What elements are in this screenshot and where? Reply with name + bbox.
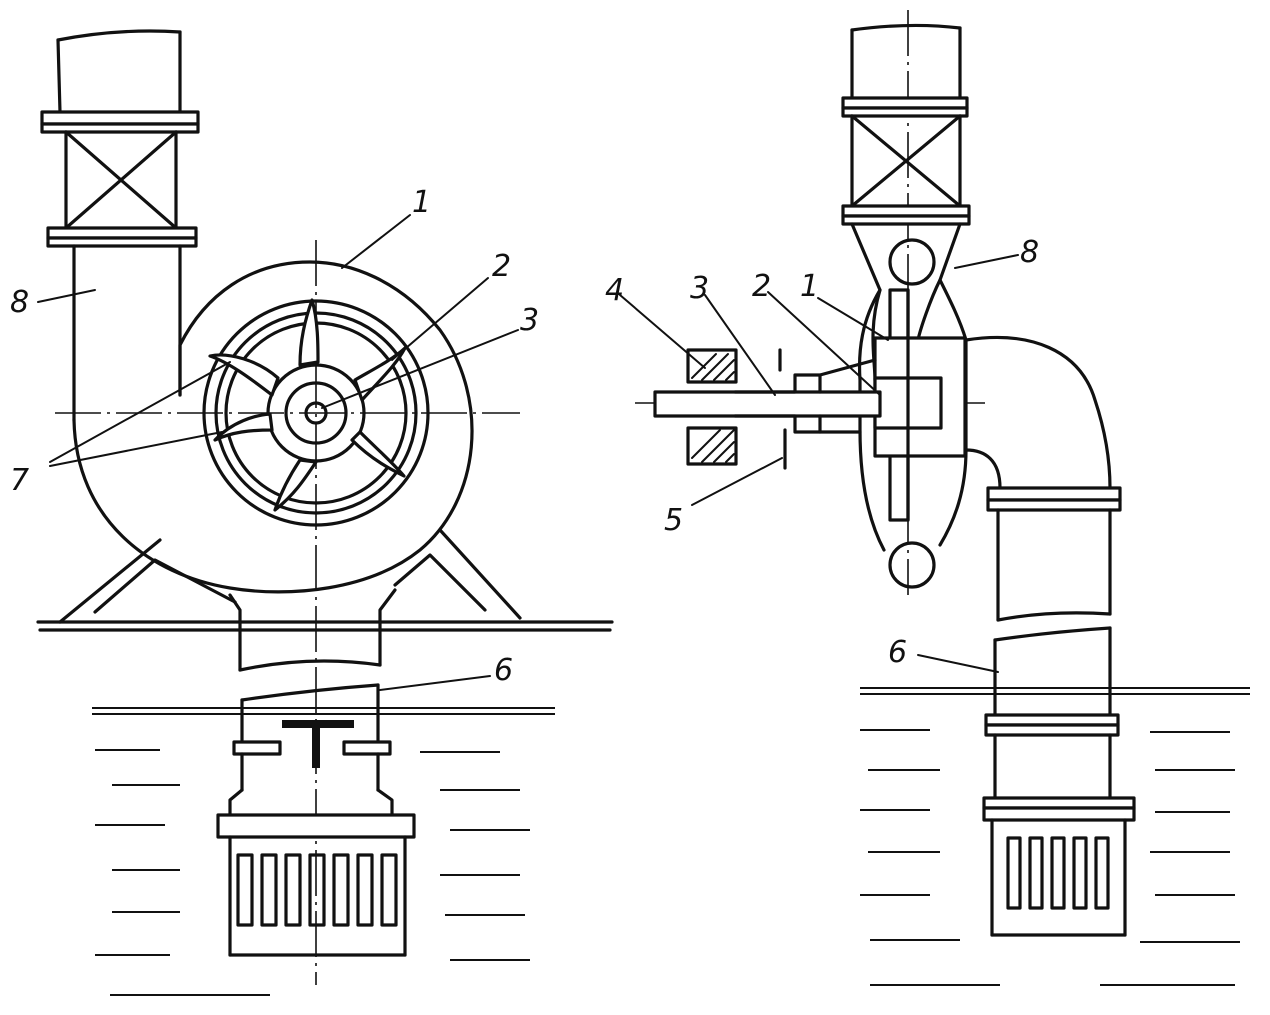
side-label-bearing: 4 bbox=[605, 273, 624, 308]
front-label-blades: 7 bbox=[10, 463, 29, 498]
front-label-casing: 1 bbox=[412, 185, 431, 220]
front-label-suction-pipe: 6 bbox=[494, 653, 513, 688]
side-view: 4 3 2 1 8 5 6 bbox=[605, 10, 1250, 986]
side-strainer bbox=[1006, 836, 1110, 910]
side-casing bbox=[850, 222, 968, 589]
side-shaft-assembly bbox=[653, 348, 882, 470]
front-base bbox=[36, 528, 614, 672]
side-bearing bbox=[686, 348, 738, 466]
front-discharge-pipe bbox=[40, 29, 200, 422]
side-shaft bbox=[653, 390, 882, 418]
side-label-suction-pipe: 6 bbox=[888, 635, 907, 670]
front-suction-pipe bbox=[216, 683, 416, 957]
front-shaft bbox=[304, 401, 328, 425]
side-label-discharge-pipe: 8 bbox=[1020, 235, 1039, 270]
side-discharge-pipe bbox=[841, 23, 971, 226]
side-label-casing: 1 bbox=[800, 269, 819, 304]
front-strainer bbox=[236, 853, 398, 927]
side-label-impeller: 2 bbox=[752, 269, 771, 304]
front-impeller-blades bbox=[208, 298, 407, 512]
front-leaders bbox=[37, 214, 519, 691]
side-elbow bbox=[964, 335, 1122, 622]
front-label-shaft: 3 bbox=[520, 303, 539, 338]
front-label-impeller: 2 bbox=[492, 249, 511, 284]
front-view: 1 2 3 8 7 6 bbox=[10, 29, 614, 996]
side-water bbox=[860, 687, 1250, 986]
side-suction-pipe bbox=[982, 626, 1136, 937]
front-label-discharge-pipe: 8 bbox=[10, 285, 29, 320]
front-water bbox=[92, 707, 555, 996]
side-label-seal: 5 bbox=[664, 503, 683, 538]
side-label-shaft: 3 bbox=[690, 271, 709, 306]
side-leaders bbox=[619, 254, 1019, 673]
